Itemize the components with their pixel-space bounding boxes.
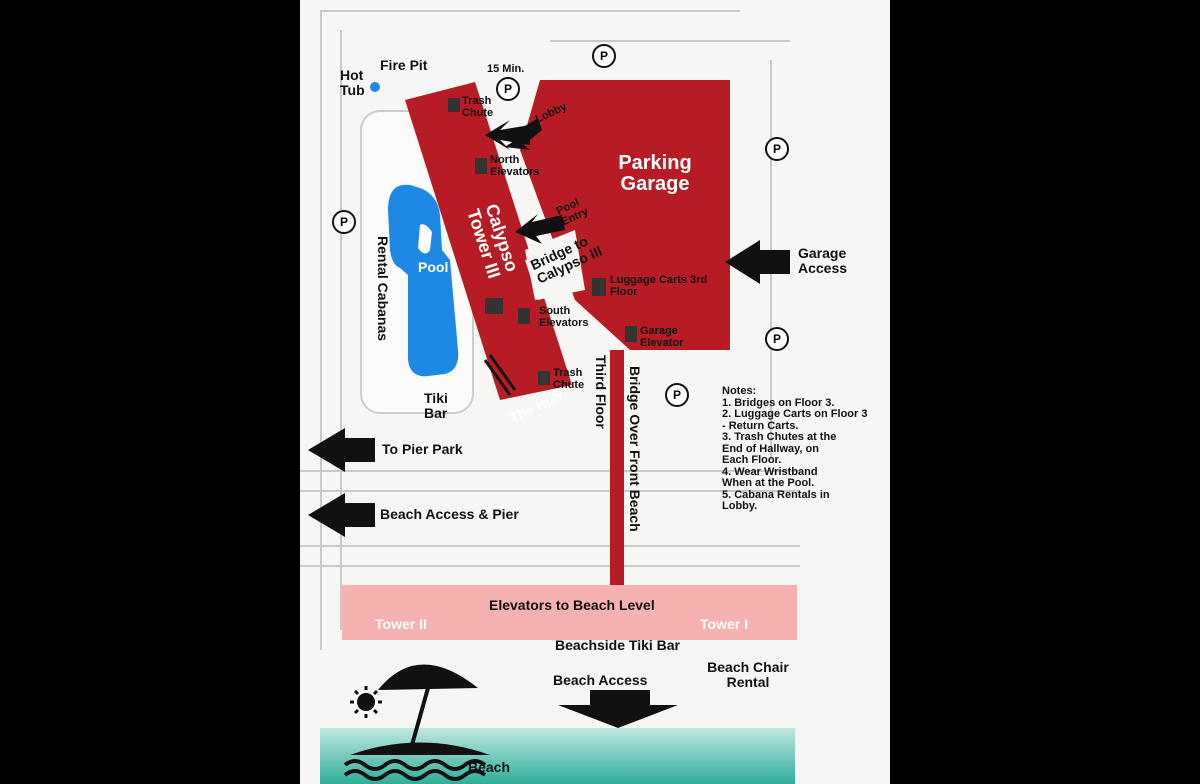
note-item: 2. Luggage Carts on Floor 3 - Return Car… xyxy=(722,408,868,432)
no-parking-icon: P xyxy=(665,383,689,407)
elevators-beach-label: Elevators to Beach Level xyxy=(489,597,655,613)
no-parking-icon: P xyxy=(765,327,789,351)
elevator-icon xyxy=(485,298,503,314)
sun-rays xyxy=(350,686,382,718)
beach-arrow-icon xyxy=(558,705,678,728)
south-elevators-label: South Elevators xyxy=(539,305,589,329)
road-line xyxy=(300,545,800,547)
sand-icon xyxy=(350,742,490,755)
road-line xyxy=(320,10,740,12)
hot-tub-shape xyxy=(370,82,380,92)
wave-icon xyxy=(343,769,487,781)
beach-access-label: Beach Access xyxy=(553,672,648,688)
beach-access-arrow-icon xyxy=(308,493,375,537)
note-item: 1. Bridges on Floor 3. xyxy=(722,396,835,409)
third-floor-label: Third Floor xyxy=(593,355,609,429)
elevator-icon xyxy=(625,326,637,342)
pool-entry-arrow-icon xyxy=(515,214,565,244)
beach-level-building xyxy=(342,585,797,640)
sun-icon xyxy=(357,693,375,711)
pool-label: Pool xyxy=(418,259,449,275)
umbrella-icon xyxy=(378,664,478,690)
resort-map: P P P P P P Hot Tub Fire Pit 15 Min. Tra… xyxy=(300,0,890,784)
note-item: 4. Wear Wristband When at the Pool. xyxy=(722,465,818,490)
luggage-carts-label: Luggage Carts 3rd Floor xyxy=(610,274,708,298)
road-line xyxy=(320,10,322,650)
no-parking-icon: P xyxy=(332,210,356,234)
beach-chair-label: Beach Chair Rental xyxy=(707,659,789,690)
tiki-bar-label: Tiki Bar xyxy=(424,390,448,421)
tower-i-label: Tower I xyxy=(700,616,748,632)
notes-panel: Notes: 1. Bridges on Floor 3. 2. Luggage… xyxy=(722,385,882,513)
garage-elevator-label: Garage Elevator xyxy=(640,325,684,349)
note-item: 3. Trash Chutes at the End of Hallway, o… xyxy=(722,431,837,467)
bridge-gap xyxy=(525,250,580,300)
fire-pit-label: Fire Pit xyxy=(380,57,428,73)
pool xyxy=(388,184,459,377)
wave-icon xyxy=(343,759,487,771)
elevator-icon xyxy=(518,308,530,324)
calypso-tower xyxy=(405,82,572,400)
luggage-cart-icon xyxy=(592,278,606,296)
beach-access-pier-label: Beach Access & Pier xyxy=(380,506,519,522)
no-parking-icon: P xyxy=(592,44,616,68)
road-line xyxy=(340,30,342,630)
pool-island xyxy=(418,224,432,254)
garage-access-arrow-icon xyxy=(725,240,790,284)
beach-bridge xyxy=(610,350,624,592)
road-line xyxy=(300,490,800,492)
beach-arrow-stem xyxy=(590,690,650,705)
elevator-icon xyxy=(475,158,487,174)
north-elevators-label: North Elevators xyxy=(490,154,540,178)
trash-icon xyxy=(448,98,460,112)
beachside-tiki-label: Beachside Tiki Bar xyxy=(554,637,681,653)
bridge-over-beach-label: Bridge Over Front Beach xyxy=(627,366,643,532)
beach-label: Beach xyxy=(468,759,511,775)
pier-park-arrow-icon xyxy=(308,428,375,472)
garage-access-label: Garage Access xyxy=(798,245,848,276)
rental-cabanas-label: Rental Cabanas xyxy=(375,236,391,342)
hot-tub-label: Hot Tub xyxy=(340,67,365,98)
road-line xyxy=(300,565,800,567)
no-parking-icon: P xyxy=(496,77,520,101)
ocean xyxy=(320,728,795,784)
tower-ii-label: Tower II xyxy=(375,616,427,632)
map-shapes xyxy=(308,80,797,784)
umbrella-pole xyxy=(410,687,430,746)
trash-icon xyxy=(538,371,550,385)
parking-line xyxy=(550,40,790,42)
to-pier-park-label: To Pier Park xyxy=(382,441,463,457)
fifteen-min-label: 15 Min. xyxy=(487,63,525,75)
road-line xyxy=(300,470,800,472)
lobby-arrow-icon xyxy=(505,118,542,150)
notes-title: Notes: xyxy=(722,385,757,397)
note-item: 5. Cabana Rentals in Lobby. xyxy=(722,488,830,513)
no-parking-icon: P xyxy=(765,137,789,161)
trash-chute-south-label: Trash Chute xyxy=(553,367,585,391)
fork-knife-icon xyxy=(483,354,517,396)
trash-chute-north-label: Trash Chute xyxy=(462,95,494,119)
parking-garage-label: Parking Garage xyxy=(618,152,692,195)
